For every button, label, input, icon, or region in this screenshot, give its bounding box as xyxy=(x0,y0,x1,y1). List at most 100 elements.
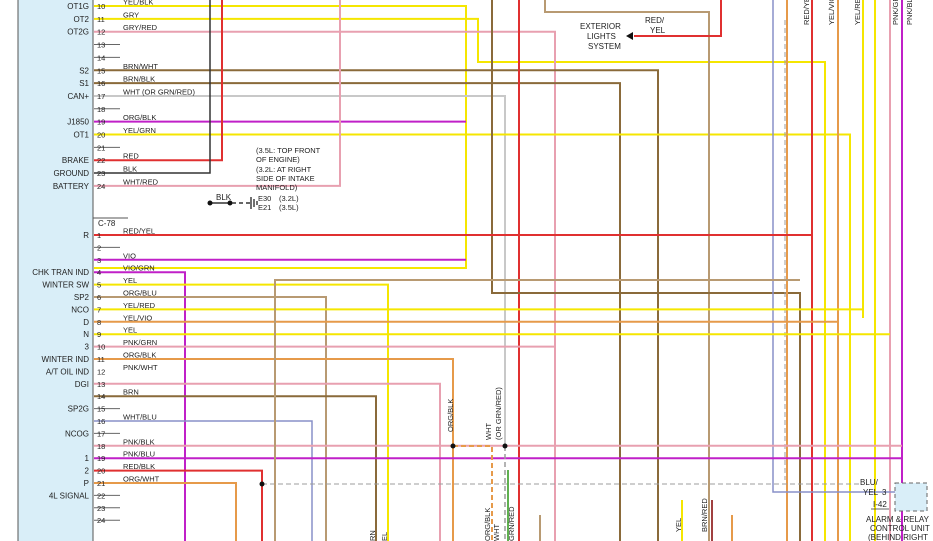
top-pin-label-22: BRAKE xyxy=(62,156,89,165)
top-pin-number-24: 24 xyxy=(97,182,105,191)
bottom-wire-label-18: PNK/BLK xyxy=(123,437,155,446)
ground-note-line-1: (3.5L: TOP FRONT xyxy=(256,146,321,155)
relay-name-line-2: CONTROL UNIT xyxy=(870,524,930,533)
bottom-pin-label-7: NCO xyxy=(71,305,89,314)
top-pin-number-22: 22 xyxy=(97,156,105,165)
bottom-pin-label-19: 1 xyxy=(85,454,90,463)
exterior-wire-label-1: RED/ xyxy=(645,16,665,25)
bottom-pin-label-22: 4L SIGNAL xyxy=(49,491,90,500)
wire-vio-grn xyxy=(94,271,186,541)
top-wire-label-17: WHT (OR GRN/RED) xyxy=(123,87,195,96)
ground-wire-label: BLK xyxy=(216,193,232,202)
wire-yel-blk xyxy=(94,5,467,269)
bottom-pin-label-17: NCOG xyxy=(65,429,89,438)
top-pin-label-20: OT1 xyxy=(73,131,89,140)
bottom-pin-label-12: A/T OIL IND xyxy=(46,367,89,376)
splice-dot-wht xyxy=(502,443,508,449)
wire-brn-blk xyxy=(94,82,621,541)
bottom-pin-label-13: DGI xyxy=(75,380,89,389)
bottom-wire-label-10: PNK/GRN xyxy=(123,338,157,347)
wire-org-wht xyxy=(94,482,237,541)
ground-symbol xyxy=(250,197,258,209)
wire-gry xyxy=(94,17,826,541)
wire-top-brn-drop xyxy=(491,0,801,541)
bottom-pin-number-5: 5 xyxy=(97,281,101,290)
vlabel-wht-bottom: WHT xyxy=(492,524,501,541)
wire-gry-red xyxy=(94,30,556,541)
exterior-lights-line-2: LIGHTS xyxy=(587,32,616,41)
top-wire-label-22: RED xyxy=(123,152,139,161)
wire-pnk-wht xyxy=(94,382,441,541)
bottom-pin-number-21: 21 xyxy=(97,479,105,488)
relay-wire-label-2: YEL xyxy=(863,488,879,497)
relay-pin-number: 3 xyxy=(882,488,887,497)
bottom-wire-label-4: VIO/GRN xyxy=(123,264,155,273)
top-pin-number-10: 10 xyxy=(97,2,105,11)
bottom-wire-label-8: YEL/VIO xyxy=(123,313,152,322)
relay-name-line-1: ALARM & RELAY xyxy=(866,515,930,524)
top-pin-number-15: 15 xyxy=(97,66,105,75)
wire-org-blu xyxy=(94,296,327,541)
top-pin-number-12: 12 xyxy=(97,28,105,37)
vlabel-el-bottom: EL xyxy=(380,532,389,541)
vlabel-org-blk-bottom: ORG/BLK xyxy=(483,508,492,541)
bottom-pin-label-4: CHK TRAN IND xyxy=(32,268,89,277)
wire-wht-blu xyxy=(94,420,313,541)
bottom-wire-label-6: ORG/BLU xyxy=(123,289,157,298)
bottom-pin-label-11: WINTER IND xyxy=(41,355,89,364)
top-pin-number-14: 14 xyxy=(97,53,105,62)
relay-wire-label-1: BLU/ xyxy=(860,478,879,487)
wire-red-blk xyxy=(94,469,263,541)
wire-org-blk-11 xyxy=(94,358,454,541)
bottom-pin-number-12: 12 xyxy=(97,367,105,376)
vlabel-red-yel: RED/YEL xyxy=(802,0,811,25)
bottom-pin-number-11: 11 xyxy=(97,355,105,364)
bottom-pin-number-10: 10 xyxy=(97,343,105,352)
top-pin-number-21: 21 xyxy=(97,143,105,152)
top-wire-label-24: WHT/RED xyxy=(123,177,159,186)
wire-bot-yel-5 xyxy=(94,283,389,541)
top-wire-label-12: GRY/RED xyxy=(123,23,158,32)
wire-yel-grn xyxy=(94,133,851,541)
top-pin-number-16: 16 xyxy=(97,79,105,88)
top-pin-number-17: 17 xyxy=(97,92,105,101)
vlabel-grn-red-bottom: GRN/RED xyxy=(507,506,516,541)
relay-unit-box xyxy=(894,482,928,512)
bottom-wire-label-11: ORG/BLK xyxy=(123,351,156,360)
bottom-pin-number-18: 18 xyxy=(97,442,105,451)
top-wire-label-11: GRY xyxy=(123,10,139,19)
vlabel-yel-bottom: YEL xyxy=(674,518,683,532)
ground-note-line-5: MANIFOLD) xyxy=(256,183,298,192)
ground-ref-code-e21: E21 xyxy=(258,203,271,212)
top-pin-number-19: 19 xyxy=(97,118,105,127)
vlabel-or-grn-red-mid: (OR GRN/RED) xyxy=(494,387,503,440)
ground-note-line-4: SIDE OF INTAKE xyxy=(256,174,315,183)
connector-label: C-78 xyxy=(98,219,116,228)
wire-brn-14 xyxy=(94,395,377,541)
bottom-pin-label-6: SP2 xyxy=(74,293,90,302)
vlabel-rn-bottom: RN xyxy=(368,530,377,541)
wire-tan-long xyxy=(274,279,800,541)
splice-dot-org-blk xyxy=(450,443,456,449)
top-pin-label-24: BATTERY xyxy=(53,182,90,191)
top-pin-label-17: CAN+ xyxy=(67,92,89,101)
bottom-pin-label-21: P xyxy=(84,479,89,488)
vlabel-yel-vio: YEL/VIO xyxy=(827,0,836,25)
bottom-pin-number-6: 6 xyxy=(97,293,101,302)
bottom-pin-label-9: N xyxy=(83,330,89,339)
top-pin-label-11: OT2 xyxy=(73,15,89,24)
bottom-pin-number-14: 14 xyxy=(97,392,105,401)
top-pin-label-15: S2 xyxy=(79,66,89,75)
top-pin-number-11: 11 xyxy=(97,15,105,24)
ground-splice-dot-2 xyxy=(227,200,233,206)
bottom-pin-number-24: 24 xyxy=(97,516,105,525)
top-wire-label-23: BLK xyxy=(123,165,137,174)
top-wire-label-20: YEL/GRN xyxy=(123,126,156,135)
bottom-pin-number-20: 20 xyxy=(97,467,105,476)
exterior-wire-label-2: YEL xyxy=(650,26,666,35)
bottom-pin-number-13: 13 xyxy=(97,380,105,389)
bottom-wire-label-21: ORG/WHT xyxy=(123,475,160,484)
bottom-pin-number-9: 9 xyxy=(97,330,101,339)
bottom-pin-label-5: WINTER SW xyxy=(42,281,89,290)
bottom-pin-label-10: 3 xyxy=(85,343,90,352)
